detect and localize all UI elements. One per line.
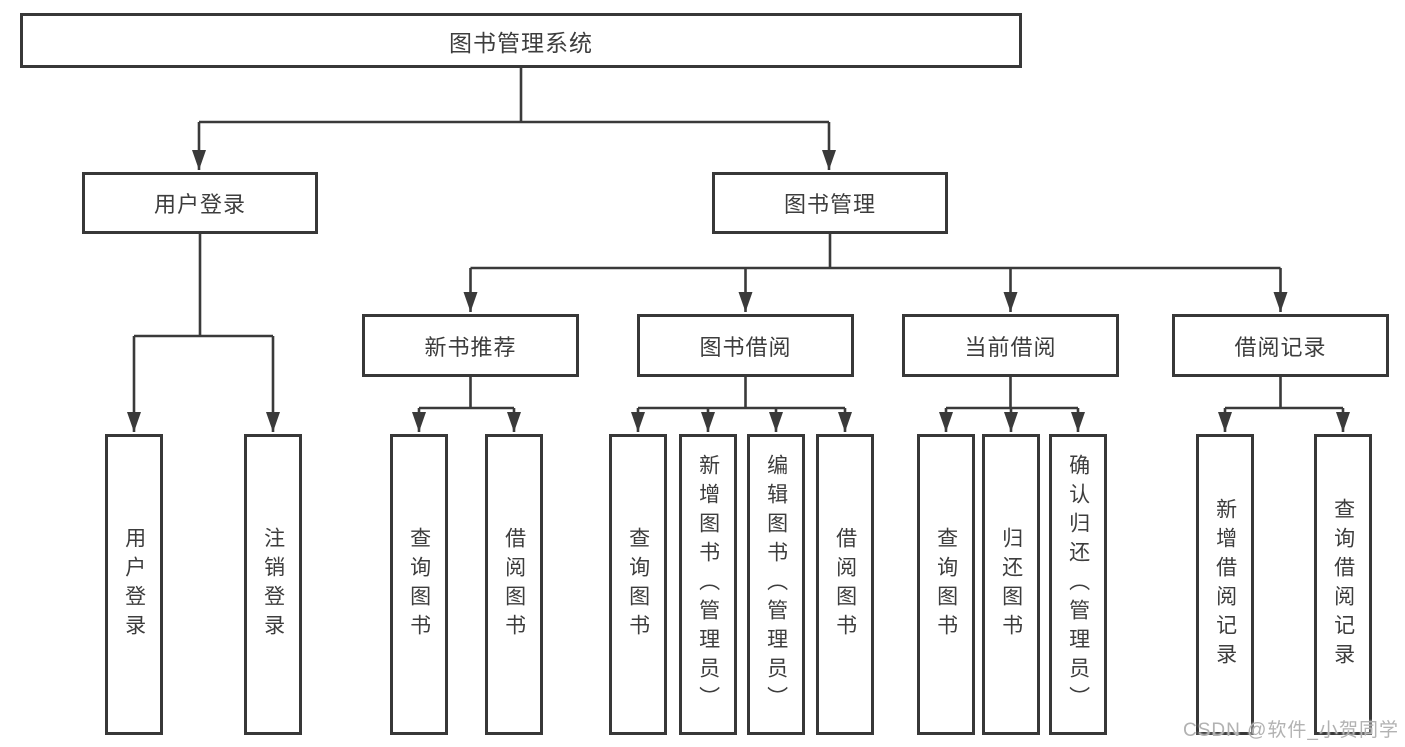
- node-new-book-recommend: 新书推荐: [362, 314, 579, 377]
- leaf-query-books-recommend: 查询图书: [390, 434, 448, 735]
- leaf-edit-book-admin: 编辑图书（管理员）: [747, 434, 805, 735]
- leaf-query-books-current-label: 查询图书: [934, 526, 958, 643]
- node-current-borrow-label: 当前借阅: [964, 334, 1057, 360]
- node-new-book-recommend-label: 新书推荐: [424, 334, 517, 360]
- leaf-logout: 注销登录: [244, 434, 302, 735]
- leaf-user-login-label: 用户登录: [122, 526, 146, 643]
- node-book-borrow-label: 图书借阅: [699, 334, 792, 360]
- csdn-watermark: CSDN @软件_小贺同学: [1183, 720, 1399, 741]
- leaf-edit-book-admin-label: 编辑图书（管理员）: [764, 454, 788, 715]
- leaf-query-books-borrow-label: 查询图书: [626, 526, 650, 643]
- node-borrow-records: 借阅记录: [1172, 314, 1389, 377]
- leaf-borrow-books-recommend-label: 借阅图书: [502, 526, 526, 643]
- leaf-borrow-books: 借阅图书: [816, 434, 874, 735]
- leaf-add-book-admin: 新增图书（管理员）: [679, 434, 737, 735]
- node-borrow-records-label: 借阅记录: [1234, 334, 1327, 360]
- leaf-query-books-recommend-label: 查询图书: [407, 526, 431, 643]
- leaf-user-login: 用户登录: [105, 434, 163, 735]
- leaf-borrow-books-label: 借阅图书: [833, 526, 857, 643]
- arrowheads: [127, 122, 1350, 432]
- tree-spines: [134, 68, 1343, 410]
- leaf-confirm-return-admin-label: 确认归还（管理员）: [1066, 454, 1090, 715]
- leaf-add-borrow-record: 新增借阅记录: [1196, 434, 1254, 735]
- leaf-query-books-borrow: 查询图书: [609, 434, 667, 735]
- leaf-add-book-admin-label: 新增图书（管理员）: [696, 454, 720, 715]
- leaf-confirm-return-admin: 确认归还（管理员）: [1049, 434, 1107, 735]
- node-root: 图书管理系统: [20, 13, 1022, 68]
- leaf-query-borrow-record: 查询借阅记录: [1314, 434, 1372, 735]
- leaf-borrow-books-recommend: 借阅图书: [485, 434, 543, 735]
- leaf-logout-label: 注销登录: [261, 526, 285, 643]
- leaf-add-borrow-record-label: 新增借阅记录: [1213, 497, 1237, 672]
- node-current-borrow: 当前借阅: [902, 314, 1119, 377]
- leaf-return-book: 归还图书: [982, 434, 1040, 735]
- leaf-return-book-label: 归还图书: [999, 526, 1023, 643]
- node-root-label: 图书管理系统: [449, 29, 593, 56]
- leaf-query-borrow-record-label: 查询借阅记录: [1331, 497, 1355, 672]
- node-book-management: 图书管理: [712, 172, 948, 234]
- leaf-query-books-current: 查询图书: [917, 434, 975, 735]
- node-user-login: 用户登录: [82, 172, 318, 234]
- node-user-login-label: 用户登录: [153, 192, 246, 217]
- node-book-management-label: 图书管理: [783, 192, 876, 217]
- node-book-borrow: 图书借阅: [637, 314, 854, 377]
